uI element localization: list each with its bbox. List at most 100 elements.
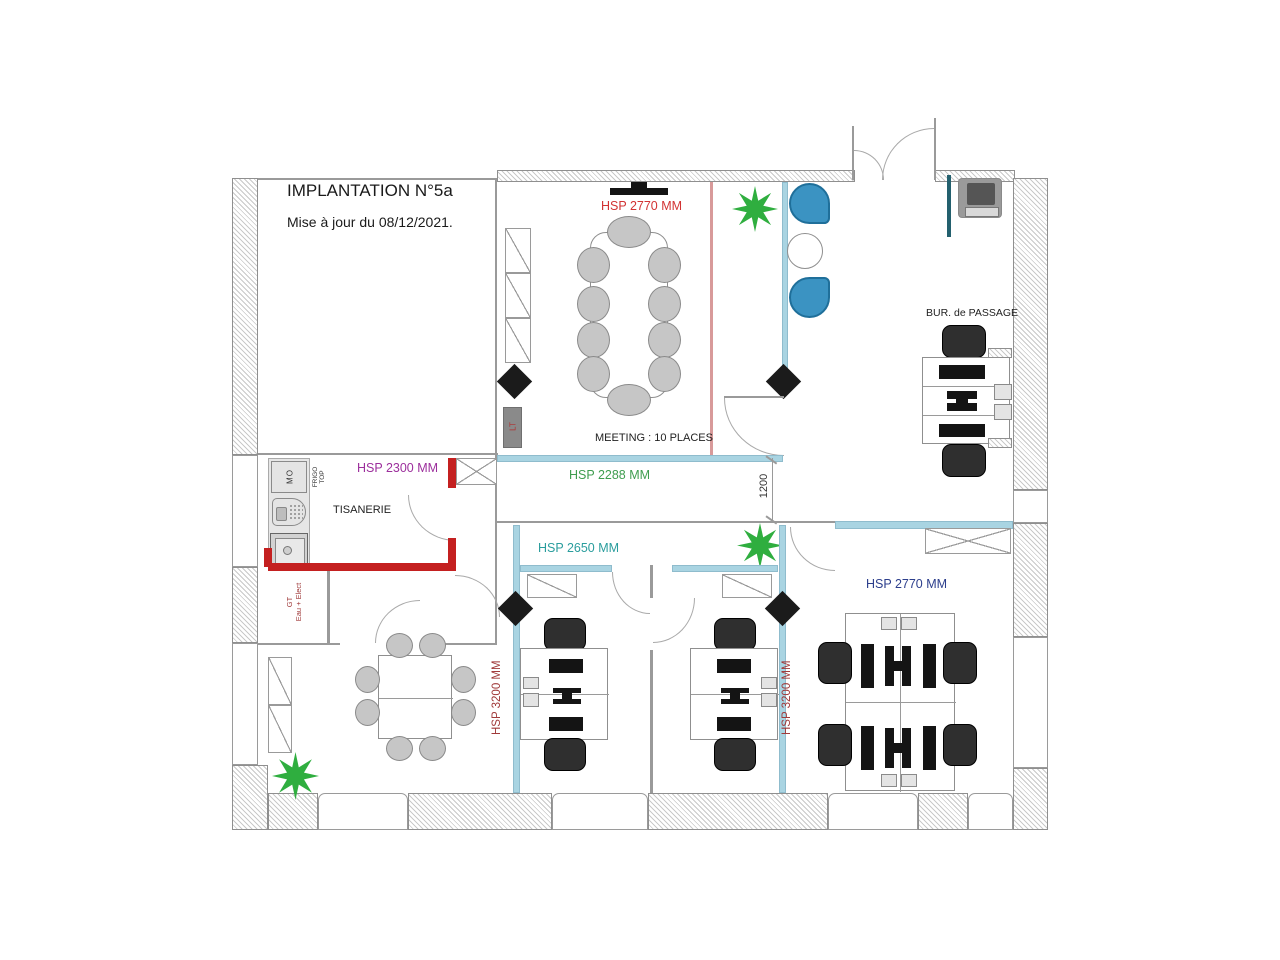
vestibule-door-arc xyxy=(455,575,500,617)
meeting-hsp-label: HSP 2770 MM xyxy=(601,199,683,213)
corridor-hsp-label: HSP 2288 MM xyxy=(569,468,651,482)
meeting-left-wall xyxy=(495,180,497,645)
table-chair xyxy=(355,699,380,726)
lt-box: LT xyxy=(503,407,522,448)
tisanerie-right-wall-top xyxy=(448,458,456,488)
room-b-shelf xyxy=(722,574,772,598)
office-chair xyxy=(544,738,586,771)
office-chair xyxy=(943,642,977,684)
room-a-top-wall xyxy=(520,565,612,572)
entrance-jamb-right xyxy=(934,118,936,180)
tv-screen-icon xyxy=(610,188,668,195)
office-chair xyxy=(714,618,756,651)
tisanerie-label: TISANERIE xyxy=(333,504,392,516)
meeting-chair xyxy=(648,322,681,358)
title-area-bottom-line xyxy=(258,453,498,455)
meeting-chair xyxy=(607,384,651,416)
openspace-shelf-cell xyxy=(268,657,292,705)
meeting-right-wall xyxy=(710,182,713,457)
room-a-shelf xyxy=(527,574,577,598)
room-b-right-wall xyxy=(779,525,786,793)
room-b-top-wall xyxy=(672,565,778,572)
office-chair xyxy=(943,724,977,766)
page-title: IMPLANTATION N°5a xyxy=(287,181,453,200)
room-c-top-wall xyxy=(835,521,1013,529)
red-wall-stub xyxy=(264,548,272,567)
meeting-chair xyxy=(607,216,651,248)
room-b-desks xyxy=(690,648,779,740)
pillar-diamond-icon xyxy=(496,363,533,400)
under-counter-fridge xyxy=(270,533,308,566)
room-a-left-wall xyxy=(513,525,520,793)
table-chair xyxy=(451,699,476,726)
dimension-line xyxy=(772,458,773,521)
corridor-bottom-line xyxy=(497,521,835,523)
office-chair xyxy=(942,325,986,358)
gt-divider xyxy=(327,571,330,643)
wall-bottom-4 xyxy=(918,793,968,830)
meeting-chair xyxy=(577,356,610,392)
green-star-icon xyxy=(732,186,778,232)
room-c-hsp-label: HSP 2770 MM xyxy=(866,577,948,591)
gt-bottom-line-1 xyxy=(258,643,340,645)
green-star-icon xyxy=(272,752,319,800)
pillar-diamond-icon xyxy=(765,363,802,400)
window-left-2 xyxy=(232,643,258,765)
room-c-desks xyxy=(845,613,956,792)
vent-box xyxy=(456,458,497,485)
wall-bottom-2 xyxy=(408,793,552,830)
dimension-1200-label: 1200 xyxy=(758,473,770,499)
title-area-top-line xyxy=(258,178,498,180)
table-chair xyxy=(419,633,446,658)
meeting-chair xyxy=(577,247,610,283)
hall-glazed-partition xyxy=(782,182,788,372)
frigo-top-label: FRIGO TOP xyxy=(312,466,326,488)
meeting-chair xyxy=(577,286,610,322)
wall-left-top xyxy=(232,178,258,455)
gt-label: GT Eau + Elect xyxy=(285,582,303,622)
lt-label: LT xyxy=(508,422,518,431)
desk-accessory xyxy=(994,404,1012,420)
meeting-chair xyxy=(648,247,681,283)
wall-left-bottom-corner xyxy=(232,765,268,830)
entrance-jamb-left xyxy=(852,126,854,180)
hall-door-arc xyxy=(724,398,784,456)
window-left-1 xyxy=(232,455,258,567)
office-chair xyxy=(818,642,852,684)
meeting-caption: MEETING : 10 PLACES xyxy=(595,432,713,444)
window-bottom-3 xyxy=(828,793,918,830)
table-chair xyxy=(355,666,380,693)
entrance-door-arc-right xyxy=(882,128,934,180)
round-side-table xyxy=(787,233,823,269)
printer-icon xyxy=(958,178,1002,218)
wall-left-mid xyxy=(232,567,258,643)
meeting-chair xyxy=(577,322,610,358)
meeting-shelf-cell xyxy=(505,273,531,318)
office-chair xyxy=(942,444,986,477)
window-right-2 xyxy=(1013,637,1048,768)
table-chair xyxy=(386,736,413,761)
wall-bottom-1 xyxy=(268,793,318,830)
window-bottom-1 xyxy=(318,793,408,830)
wall-top-1 xyxy=(497,170,855,182)
corridor-top-wall xyxy=(497,455,783,462)
room-a-desks xyxy=(520,648,609,740)
office-chair xyxy=(544,618,586,651)
wall-right-bottom xyxy=(1013,768,1048,830)
room-a-hsp-label: HSP 3200 MM xyxy=(491,660,503,735)
window-right-1 xyxy=(1013,490,1048,523)
openspace-shelf-cell xyxy=(268,705,292,753)
office-chair xyxy=(818,724,852,766)
entrance-door-arc-left xyxy=(854,150,884,180)
wall-a-b-lower xyxy=(650,650,653,793)
meeting-chair xyxy=(648,286,681,322)
openspace-table xyxy=(378,655,453,739)
lounge-chair-icon xyxy=(789,277,830,318)
table-chair xyxy=(386,633,413,658)
table-chair xyxy=(451,666,476,693)
room-c-door-arc xyxy=(790,527,835,571)
room-b-hsp-label: HSP 3200 MM xyxy=(781,660,793,735)
window-bottom-2 xyxy=(552,793,648,830)
wall-right-mid xyxy=(1013,523,1048,637)
sink xyxy=(272,498,306,526)
